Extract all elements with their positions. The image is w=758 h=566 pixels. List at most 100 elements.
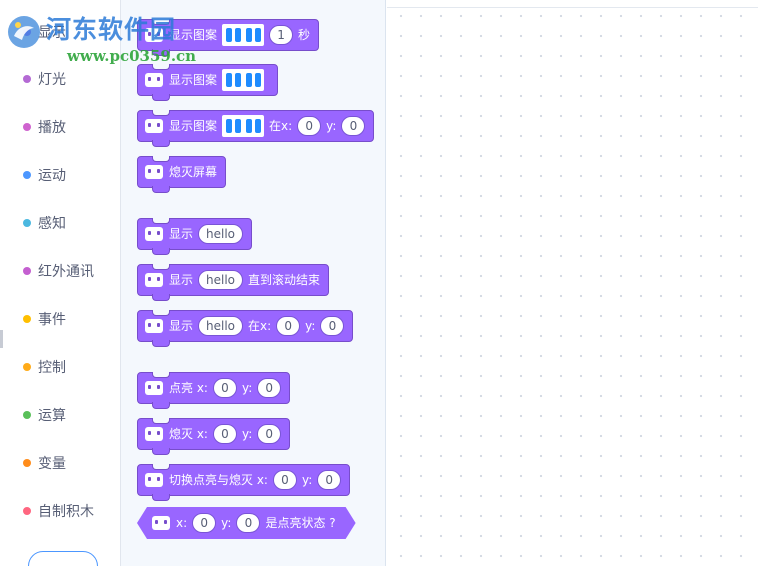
category-sound[interactable]: 播放 — [0, 107, 120, 147]
block-label: 显示图案 — [169, 28, 218, 42]
category-dot — [23, 459, 31, 467]
robot-icon — [145, 73, 163, 87]
block-label: 显示 — [169, 227, 194, 241]
pattern-picker[interactable] — [222, 24, 265, 46]
text-input[interactable]: hello — [198, 316, 244, 336]
y-input[interactable]: 0 — [257, 378, 282, 398]
block-label: 熄灭屏幕 — [169, 165, 218, 179]
category-lights[interactable]: 灯光 — [0, 59, 120, 99]
robot-icon — [145, 427, 163, 441]
block-unlight-pixel[interactable]: 熄灭 x: 0 y: 0 — [137, 418, 291, 455]
block-clear-screen[interactable]: 熄灭屏幕 — [137, 156, 227, 193]
robot-icon — [145, 165, 163, 179]
x-input[interactable]: 0 — [192, 513, 216, 533]
add-extension-button[interactable] — [28, 551, 98, 566]
category-motion[interactable]: 运动 — [0, 155, 120, 195]
category-label: 变量 — [38, 456, 66, 472]
category-label: 运算 — [38, 408, 66, 424]
category-dot — [23, 507, 31, 515]
category-label: 运动 — [38, 168, 66, 184]
y-label: y: — [221, 516, 232, 530]
block-label: 显示 — [169, 319, 194, 333]
y-label: y: — [301, 473, 313, 487]
block-toggle-pixel[interactable]: 切换点亮与熄灭 x: 0 y: 0 — [137, 464, 351, 501]
category-sensing[interactable]: 感知 — [0, 203, 120, 243]
block-label: 点亮 x: — [169, 381, 208, 395]
y-input[interactable]: 0 — [341, 116, 366, 136]
block-show-text-until-scroll[interactable]: 显示 hello 直到滚动结束 — [137, 264, 330, 301]
at-x-label: 在x: — [248, 319, 272, 333]
category-dot — [23, 171, 31, 179]
text-input[interactable]: hello — [198, 224, 244, 244]
pattern-picker[interactable] — [222, 115, 265, 137]
robot-icon — [151, 515, 171, 531]
robot-icon — [145, 28, 163, 42]
category-operators[interactable]: 运算 — [0, 395, 120, 435]
block-show-text[interactable]: 显示 hello — [137, 218, 253, 255]
category-variables[interactable]: 变量 — [0, 443, 120, 483]
block-suffix: 直到滚动结束 — [248, 273, 321, 287]
category-dot — [23, 75, 31, 83]
category-my-blocks[interactable]: 自制积木 — [0, 491, 120, 531]
category-label: 灯光 — [38, 72, 66, 88]
block-pixel-is-lit[interactable]: x: 0 y: 0 是点亮状态 ? — [137, 507, 356, 539]
category-dot — [23, 267, 31, 275]
category-panel: 显示 灯光 播放 运动 感知 红外通讯 事件 控制 运算 变量 自制积木 — [0, 0, 121, 566]
duration-unit: 秒 — [298, 28, 311, 42]
watermark-url: www.pc0359.cn — [67, 47, 197, 65]
panel-resize-handle[interactable] — [0, 330, 3, 348]
pattern-picker[interactable] — [222, 69, 265, 91]
category-dot — [23, 123, 31, 131]
text-input[interactable]: hello — [198, 270, 244, 290]
robot-icon — [145, 473, 163, 487]
y-input[interactable]: 0 — [236, 513, 260, 533]
x-input[interactable]: 0 — [297, 116, 322, 136]
x-input[interactable]: 0 — [212, 424, 237, 444]
category-label: 事件 — [38, 312, 66, 328]
y-label: y: — [326, 119, 337, 133]
category-infrared[interactable]: 红外通讯 — [0, 251, 120, 291]
category-label: 自制积木 — [38, 504, 94, 520]
block-label: 熄灭 x: — [169, 427, 208, 441]
y-label: y: — [241, 427, 253, 441]
robot-icon — [145, 273, 163, 287]
block-show-pattern-at-xy[interactable]: 显示图案 在x: 0 y: 0 — [137, 110, 375, 147]
at-x-label: 在x: — [269, 119, 293, 133]
robot-icon — [145, 119, 163, 133]
category-events[interactable]: 事件 — [0, 299, 120, 339]
robot-icon — [145, 227, 163, 241]
y-input[interactable]: 0 — [317, 470, 342, 490]
y-input[interactable]: 0 — [320, 316, 345, 336]
block-label: 显示 — [169, 273, 194, 287]
block-show-pattern[interactable]: 显示图案 — [137, 64, 279, 101]
category-dot — [23, 315, 31, 323]
x-label: x: — [176, 516, 188, 530]
watermark-title: 河东软件园 — [46, 15, 177, 44]
category-dot — [23, 363, 31, 371]
block-show-text-at-xy[interactable]: 显示 hello 在x: 0 y: 0 — [137, 310, 354, 347]
block-suffix: 是点亮状态 ? — [265, 516, 336, 530]
x-input[interactable]: 0 — [272, 470, 297, 490]
workspace-top-bar — [387, 0, 758, 8]
x-input[interactable]: 0 — [212, 378, 237, 398]
block-label: 切换点亮与熄灭 x: — [169, 473, 268, 487]
x-input[interactable]: 0 — [276, 316, 301, 336]
block-light-pixel[interactable]: 点亮 x: 0 y: 0 — [137, 372, 291, 409]
category-label: 红外通讯 — [38, 264, 94, 280]
category-label: 显示 — [38, 25, 66, 41]
block-show-pattern-duration[interactable]: 显示图案 1 秒 — [137, 19, 320, 56]
block-label: 显示图案 — [169, 73, 218, 87]
category-control[interactable]: 控制 — [0, 347, 120, 387]
block-label: 显示图案 — [169, 119, 218, 133]
category-dot — [23, 411, 31, 419]
category-label: 播放 — [38, 120, 66, 136]
category-dot — [23, 219, 31, 227]
watermark-logo — [8, 16, 40, 48]
robot-icon — [145, 319, 163, 333]
duration-input[interactable]: 1 — [269, 25, 294, 45]
category-label: 感知 — [38, 216, 66, 232]
script-workspace[interactable] — [387, 0, 758, 566]
y-input[interactable]: 0 — [257, 424, 282, 444]
y-label: y: — [305, 319, 316, 333]
robot-icon — [145, 381, 163, 395]
